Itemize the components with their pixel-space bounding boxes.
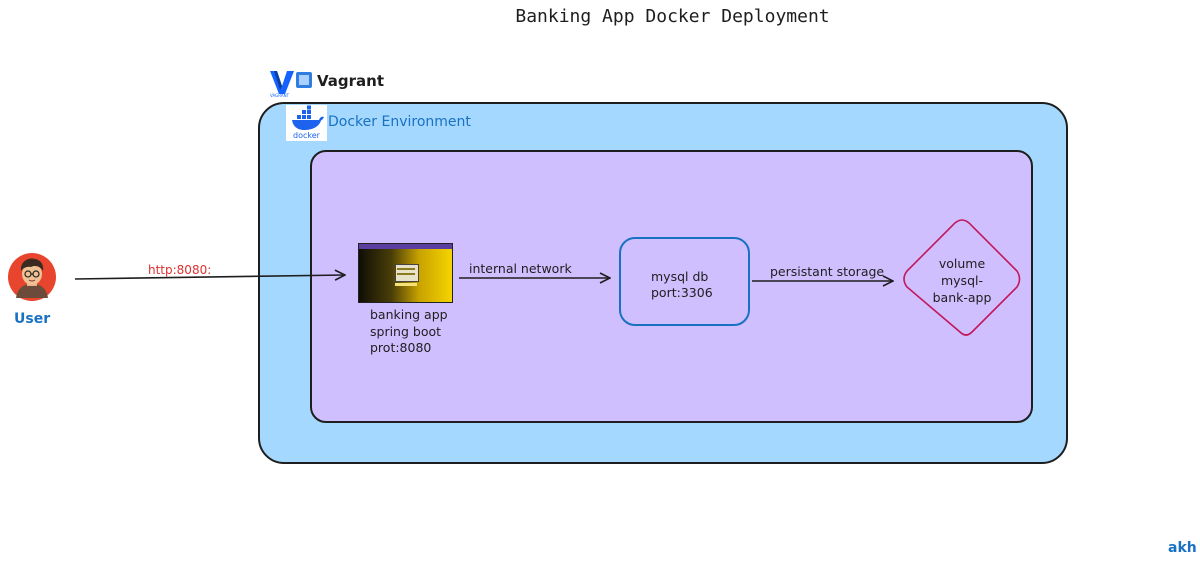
app-name-label: banking app bbox=[370, 307, 448, 322]
docker-icon: docker bbox=[286, 105, 327, 141]
vagrant-icon: VAGRANT bbox=[268, 68, 314, 98]
docker-logo-text: docker bbox=[293, 131, 321, 140]
mysql-port-label: port:3306 bbox=[651, 285, 713, 300]
volume-name-part1: mysql- bbox=[940, 273, 983, 288]
author-signature: akh bbox=[1168, 540, 1197, 556]
edge-label-http: http:8080: bbox=[148, 263, 212, 277]
volume-name-part2: bank-app bbox=[932, 290, 992, 305]
vagrant-label: Vagrant bbox=[317, 72, 385, 90]
banking-app-screenshot bbox=[358, 243, 453, 303]
docker-environment-label: Docker Environment bbox=[328, 114, 471, 130]
edge-label-internal-network: internal network bbox=[469, 261, 572, 276]
mysql-name-label: mysql db bbox=[651, 269, 709, 284]
app-screen-field bbox=[397, 268, 415, 270]
app-port-label: prot:8080 bbox=[370, 340, 432, 355]
diagram-title: Banking App Docker Deployment bbox=[515, 6, 830, 27]
arrow-user-to-app bbox=[74, 275, 345, 279]
mysql-db-node bbox=[619, 237, 750, 326]
app-screen-button bbox=[395, 283, 417, 286]
svg-text:VAGRANT: VAGRANT bbox=[270, 93, 290, 98]
user-avatar-icon bbox=[7, 252, 57, 302]
user-label: User bbox=[14, 311, 51, 327]
edge-label-persistent-storage: persistant storage bbox=[770, 264, 885, 279]
app-framework-label: spring boot bbox=[370, 324, 442, 339]
volume-label: volume bbox=[938, 256, 986, 271]
volume-node bbox=[903, 219, 1021, 336]
app-screen-header-bar bbox=[359, 244, 452, 249]
app-screen-field bbox=[397, 273, 415, 275]
